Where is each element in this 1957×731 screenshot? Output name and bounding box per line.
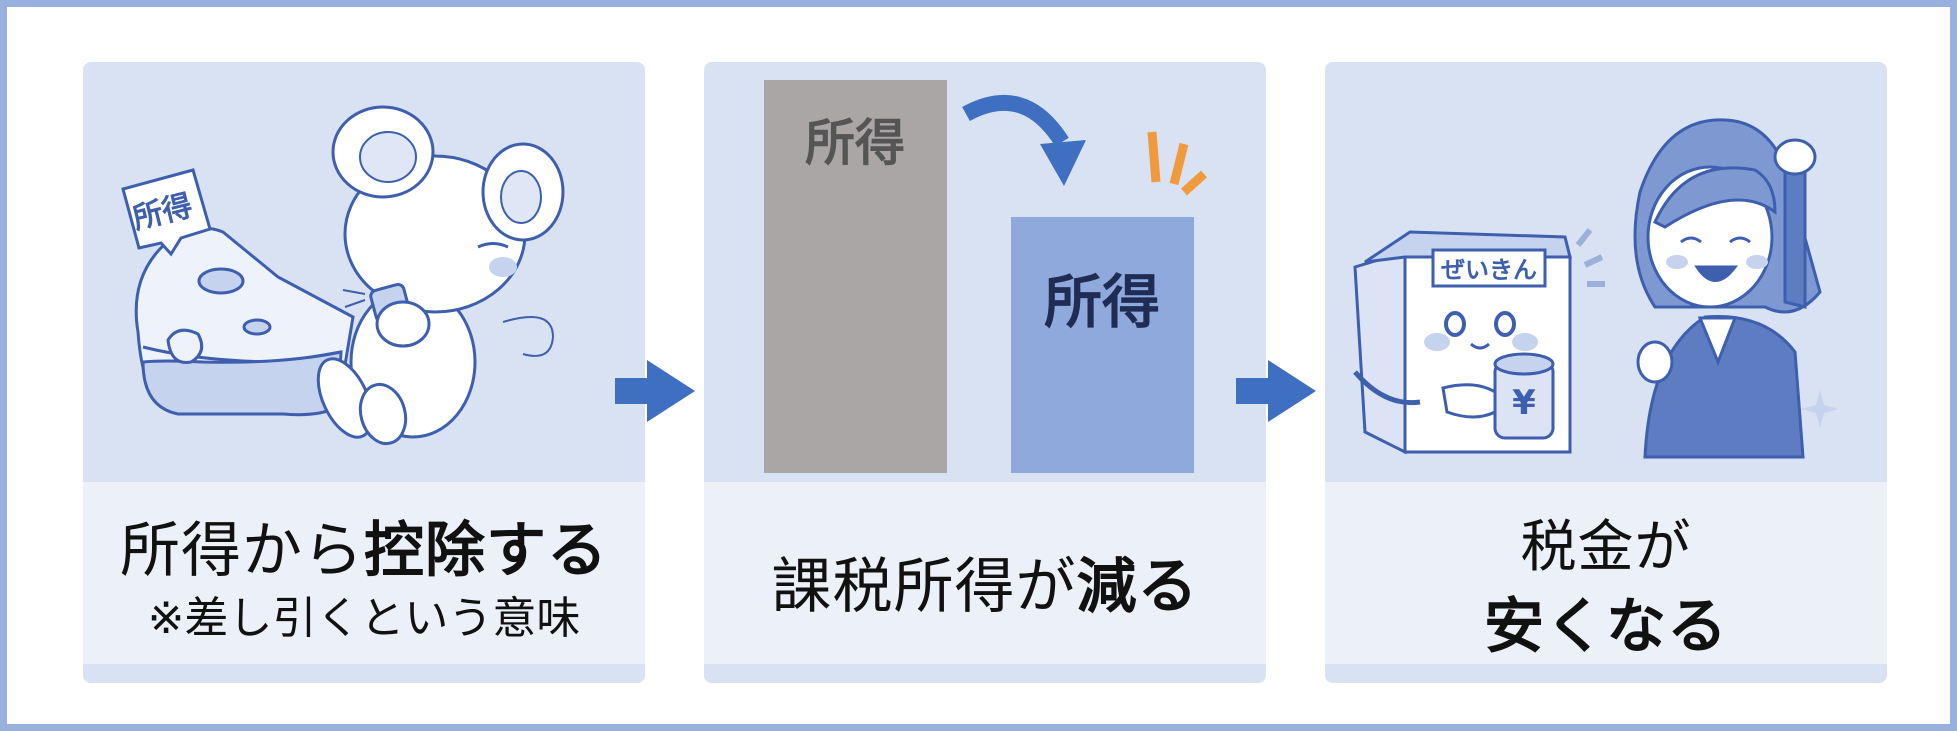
caption-bottom-band [1325, 664, 1887, 683]
curved-arrow-icon [962, 94, 1086, 186]
bar-after [1011, 217, 1194, 473]
businesswoman-illustration [1633, 118, 1822, 459]
panel-taxable-income: 所得 所得 課税所得が減る [704, 62, 1266, 683]
caption-bottom-band [704, 664, 1266, 683]
caption-bottom-band [83, 664, 645, 683]
caption-main-normal: 所得から [120, 516, 364, 586]
right-arrow-icon [1236, 360, 1316, 422]
bar-before-label: 所得 [805, 114, 905, 172]
right-arrow-icon [615, 360, 695, 422]
bar-before [764, 80, 947, 473]
caption-main: 所得から控除する [83, 502, 645, 589]
tax-box-label: ぜいきん [1441, 256, 1537, 284]
mouse-cheese-illustration: 所得 [121, 105, 565, 446]
sparkle-lines-icon [1147, 131, 1208, 196]
caption-panel-2: 課税所得が減る [704, 482, 1266, 683]
caption-main-bold: 控除する [364, 516, 608, 586]
caption-panel-3: 税金が 安くなる [1325, 482, 1887, 683]
caption-normal: 課税所得が [771, 552, 1077, 622]
tax-box-mascot-illustration: ぜいきん ¥ [1353, 230, 1572, 455]
caption-note: ※差し引くという意味 [147, 593, 581, 644]
sparkle-icon [1801, 390, 1839, 428]
caption-bold: 減る [1076, 552, 1199, 622]
caption-main: 課税所得が減る [704, 538, 1266, 625]
tax-box-woman-illustration: ぜいきん ¥ [1353, 118, 1839, 459]
cheese-illustration [134, 226, 355, 417]
mouse-illustration [316, 105, 565, 446]
panel-deduction: 所得 所得から控除する [83, 62, 645, 683]
coin-symbol: ¥ [1512, 383, 1536, 423]
caption-line-1: 税金が [1520, 515, 1692, 580]
bar-compare-illustration: 所得 所得 [764, 80, 1208, 473]
caption-line-2: 安くなる [1484, 592, 1728, 662]
panel-tax-lower: ぜいきん ¥ [1325, 62, 1887, 683]
bar-after-label: 所得 [1044, 268, 1160, 336]
caption-panel-1: 所得から控除する ※差し引くという意味 [83, 482, 645, 683]
income-sign-illustration: 所得 [121, 168, 212, 257]
shine-lines-icon [1575, 228, 1605, 287]
